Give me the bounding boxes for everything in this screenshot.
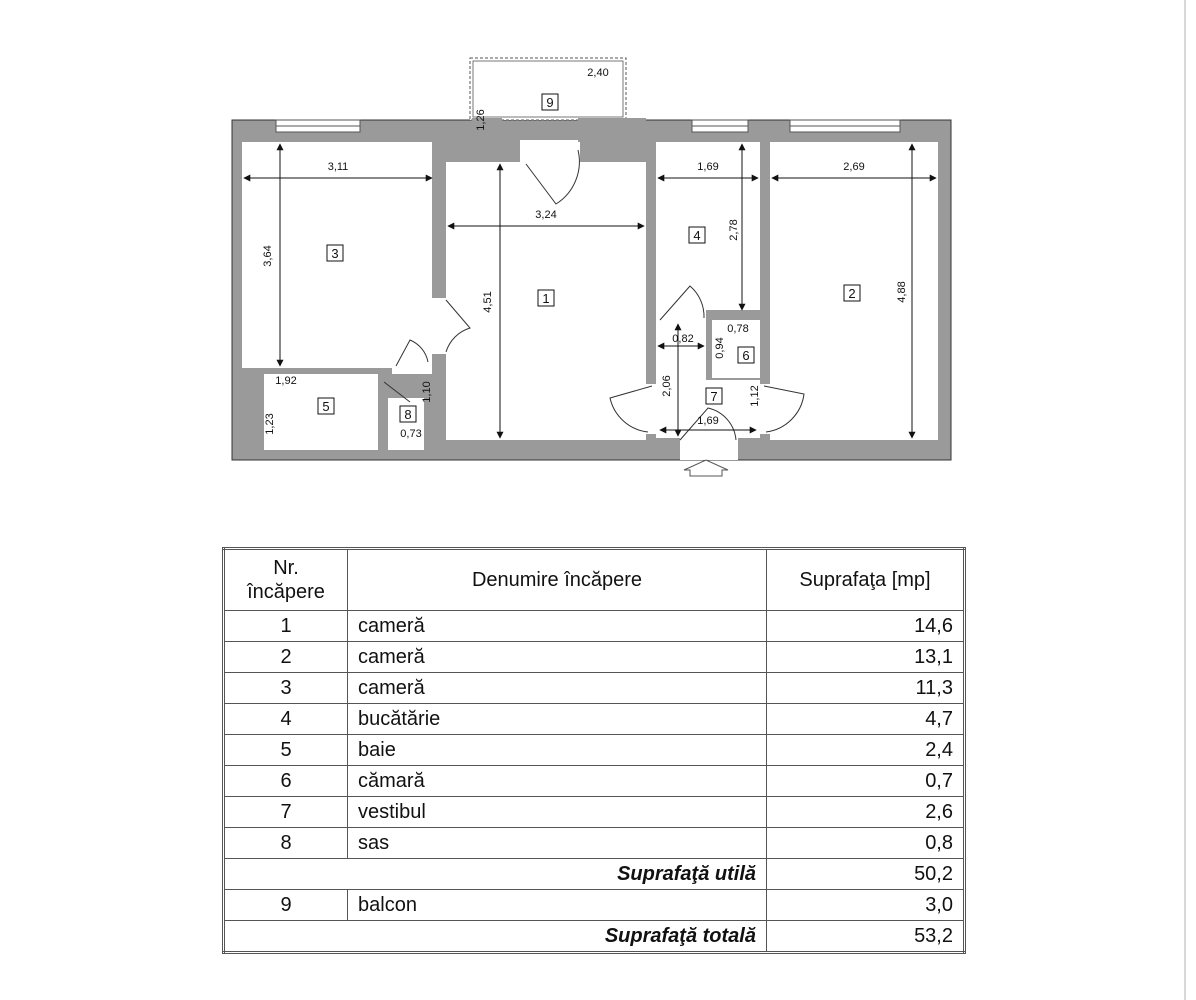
row-nr: 4 — [223, 703, 348, 735]
header-nr-text: Nr. încăpere — [247, 557, 325, 603]
room-labels: 1 2 3 4 5 6 7 8 — [317, 93, 861, 423]
room-label-7: 7 — [705, 387, 723, 405]
dim-label: 2,06 — [661, 375, 673, 396]
row-nr: 6 — [223, 765, 348, 797]
row-name: cameră — [347, 641, 767, 673]
svg-text:6: 6 — [742, 348, 749, 363]
dim-label: 0,78 — [727, 323, 748, 335]
row-name: cămară — [347, 765, 767, 797]
svg-text:1: 1 — [542, 291, 549, 306]
row-area: 0,8 — [766, 827, 965, 859]
windows — [275, 119, 901, 133]
table-row: 1 cameră 14,6 — [223, 610, 965, 642]
table-row: 7 vestibul 2,6 — [223, 796, 965, 828]
table-row: 6 cămară 0,7 — [223, 765, 965, 797]
row-area: 14,6 — [766, 610, 965, 642]
row-nr: 2 — [223, 641, 348, 673]
row-nr: 9 — [223, 889, 348, 921]
row-area: 0,7 — [766, 765, 965, 797]
row-area: 11,3 — [766, 672, 965, 704]
room-label-3: 3 — [326, 244, 344, 262]
balcony-row: 9 balcon 3,0 — [223, 889, 965, 921]
row-nr: 7 — [223, 796, 348, 828]
row-area: 13,1 — [766, 641, 965, 673]
dim-label: 3,11 — [328, 161, 349, 173]
table-header: Nr. încăpere Denumire încăpere Suprafaţa… — [223, 548, 965, 611]
svg-text:8: 8 — [404, 407, 411, 422]
dim-label: 0,94 — [714, 337, 726, 358]
svg-text:3: 3 — [331, 246, 338, 261]
header-area: Suprafaţa [mp] — [766, 548, 965, 611]
room-label-8: 8 — [399, 405, 417, 423]
row-name: cameră — [347, 610, 767, 642]
dim-label: 1,69 — [697, 415, 718, 427]
row-name: vestibul — [347, 796, 767, 828]
dim-label: 3,64 — [262, 245, 274, 266]
floor-plan: 1 2 3 4 5 6 7 8 — [231, 57, 952, 477]
row-nr: 8 — [223, 827, 348, 859]
row-name: bucătărie — [347, 703, 767, 735]
subtotal-area: 50,2 — [766, 858, 965, 890]
row-area: 3,0 — [766, 889, 965, 921]
table-row: 3 cameră 11,3 — [223, 672, 965, 704]
dim-label: 4,51 — [482, 291, 494, 312]
doors — [383, 149, 805, 441]
svg-text:9: 9 — [546, 95, 553, 110]
dim-label: 2,78 — [728, 219, 740, 240]
table-row: 8 sas 0,8 — [223, 827, 965, 859]
row-nr: 3 — [223, 672, 348, 704]
svg-text:5: 5 — [322, 399, 329, 414]
area-table: Nr. încăpere Denumire încăpere Suprafaţa… — [222, 547, 966, 954]
total-row: Suprafaţă totală 53,2 — [223, 920, 965, 953]
svg-text:7: 7 — [710, 389, 717, 404]
row-area: 2,6 — [766, 796, 965, 828]
page-edge — [1184, 0, 1186, 1000]
room-label-5: 5 — [317, 397, 335, 415]
subtotal-label: Suprafaţă utilă — [223, 858, 767, 890]
row-area: 4,7 — [766, 703, 965, 735]
table-row: 5 baie 2,4 — [223, 734, 965, 766]
room-label-1: 1 — [537, 289, 555, 307]
svg-text:4: 4 — [693, 228, 700, 243]
total-area: 53,2 — [766, 920, 965, 953]
dim-label: 3,24 — [535, 209, 556, 221]
dim-label: 2,40 — [587, 67, 608, 79]
dim-label: 1,12 — [749, 385, 761, 406]
dim-label: 0,73 — [400, 428, 421, 440]
dim-label: 1,92 — [275, 375, 296, 387]
row-name: sas — [347, 827, 767, 859]
row-nr: 5 — [223, 734, 348, 766]
room-label-9: 9 — [541, 93, 559, 111]
dim-label: 4,88 — [896, 281, 908, 302]
dim-label: 2,69 — [843, 161, 864, 173]
room-label-2: 2 — [843, 284, 861, 302]
subtotal-row: Suprafaţă utilă 50,2 — [223, 858, 965, 890]
table-row: 4 bucătărie 4,7 — [223, 703, 965, 735]
room-label-4: 4 — [688, 226, 706, 244]
row-nr: 1 — [223, 610, 348, 642]
header-name: Denumire încăpere — [347, 548, 767, 611]
row-name: cameră — [347, 672, 767, 704]
entrance-arrow — [683, 459, 729, 477]
row-area: 2,4 — [766, 734, 965, 766]
total-label: Suprafaţă totală — [223, 920, 767, 953]
room-label-6: 6 — [737, 346, 755, 364]
header-nr: Nr. încăpere — [223, 548, 348, 611]
dim-label: 1,26 — [475, 109, 487, 130]
row-name: balcon — [347, 889, 767, 921]
dim-label: 1,69 — [697, 161, 718, 173]
dimension-labels: 2,40 1,26 3,11 3,64 3,24 4,51 1,69 2,78 … — [262, 67, 908, 440]
dim-label: 1,23 — [264, 413, 276, 434]
row-name: baie — [347, 734, 767, 766]
dim-label: 0,82 — [672, 333, 693, 345]
dim-label: 1,10 — [421, 381, 433, 402]
svg-text:2: 2 — [848, 286, 855, 301]
dimension-lines — [243, 143, 937, 439]
table-row: 2 cameră 13,1 — [223, 641, 965, 673]
